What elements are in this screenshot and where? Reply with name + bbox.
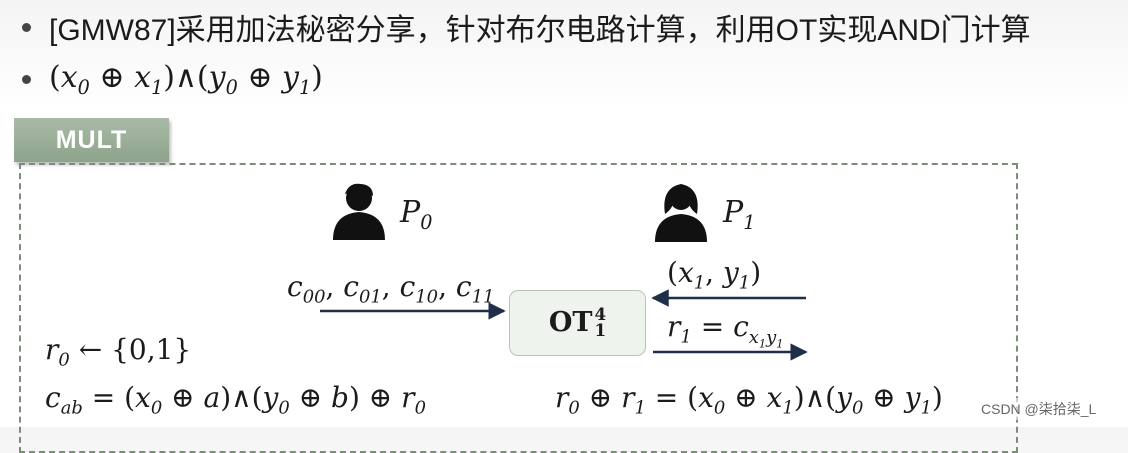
and-gate-formula: (x0 ⊕ x1)∧(y0 ⊕ y1) <box>49 60 323 99</box>
watermark: CSDN @柒拾柒_L <box>978 398 1100 420</box>
bullet-dot <box>22 22 31 32</box>
party-p1-label: P1 <box>723 195 756 234</box>
correctness-formula: r0 ⊕ r1 = (x0 ⊕ x1)∧(y0 ⊕ y1) <box>555 381 943 419</box>
bullet-dot <box>22 75 31 84</box>
receiver-choice: (x1, y1) <box>667 256 762 294</box>
party-p0-label: P0 <box>400 195 433 234</box>
bullet-line-1: [GMW87]采用加法秘密分享，针对布尔电路计算，利用OT实现AND门计算 <box>22 5 1031 49</box>
sender-messages: c00, c01, c10, c11 <box>287 270 495 308</box>
random-mask-sampling: r0 ← {0,1} <box>45 333 192 371</box>
bullet-line-2: (x0 ⊕ x1)∧(y0 ⊕ y1) <box>22 60 323 99</box>
message-arrows <box>320 289 808 361</box>
bullet-text-1: [GMW87]采用加法秘密分享，针对布尔电路计算，利用OT实现AND门计算 <box>49 14 1031 47</box>
male-user-icon <box>333 183 385 240</box>
female-user-icon <box>655 184 707 242</box>
sender-table-formula: cab = (x0 ⊕ a)∧(y0 ⊕ b) ⊕ r0 <box>45 381 426 419</box>
receiver-output: r1 = cx1y1 <box>667 310 784 351</box>
mult-tab: MULT <box>14 118 169 162</box>
